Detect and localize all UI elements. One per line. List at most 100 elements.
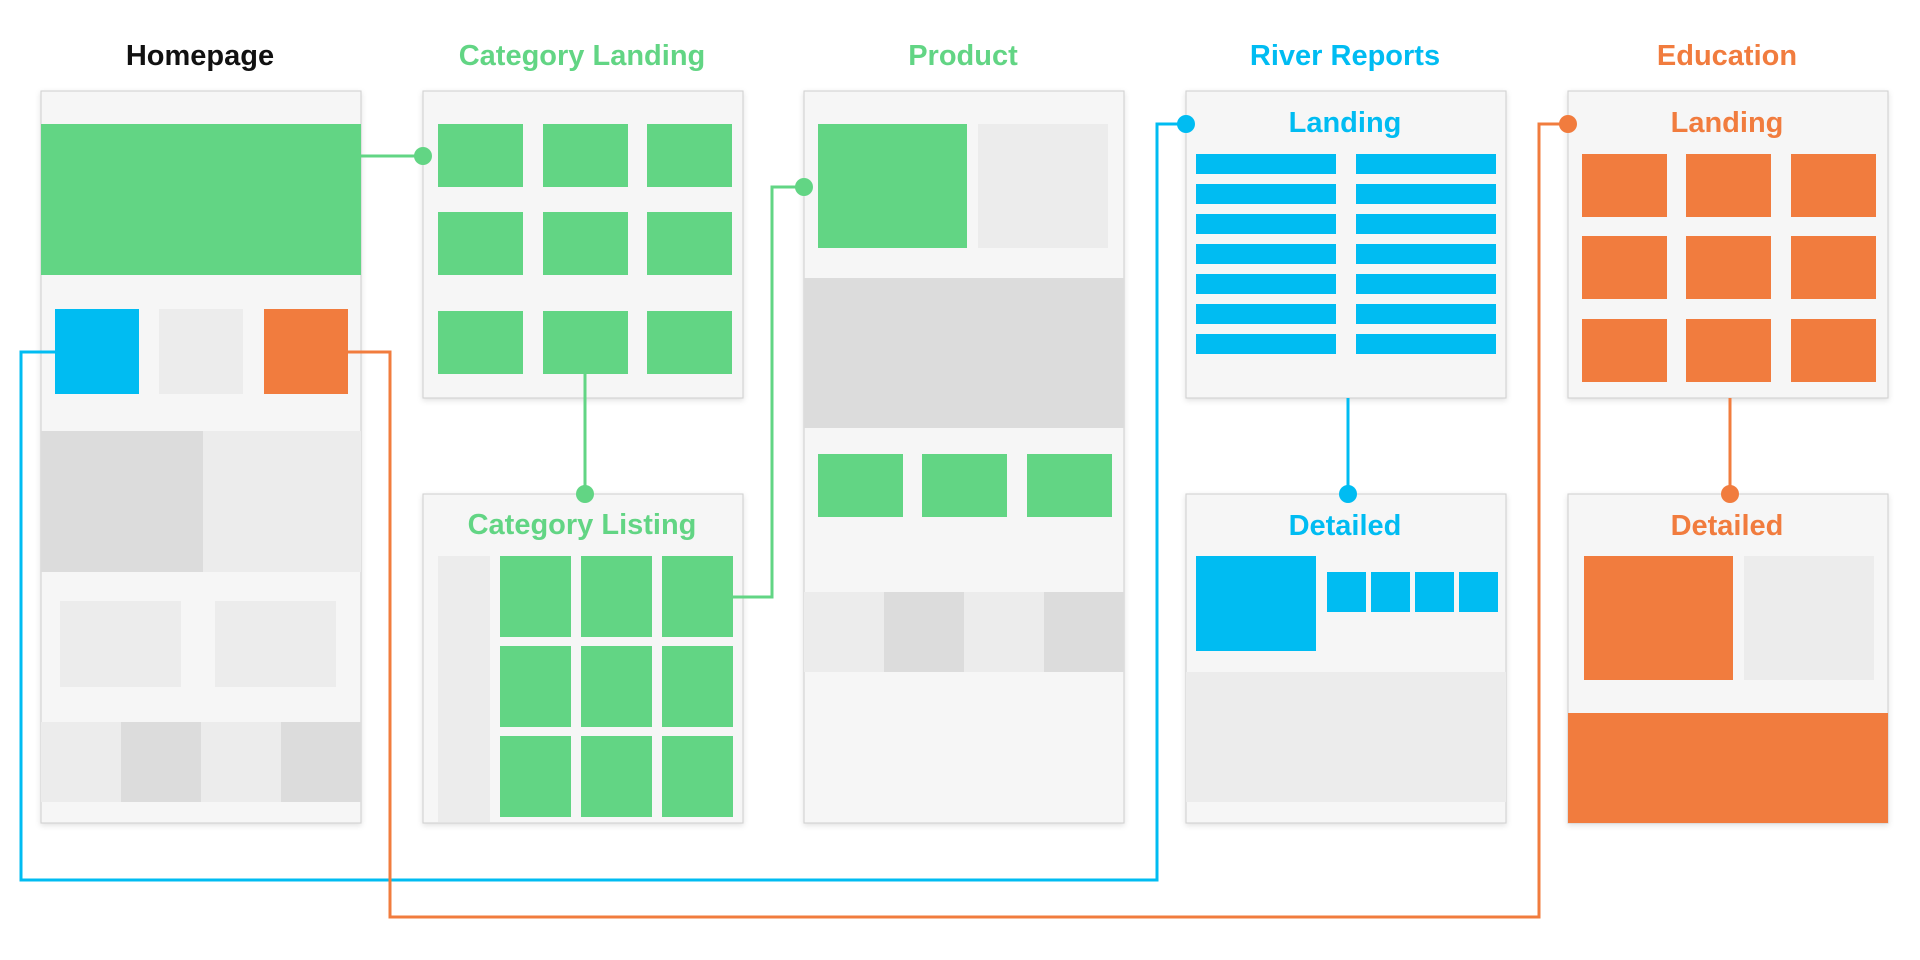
river-detailed-title: Detailed: [1289, 510, 1402, 542]
education-detailed-title: Detailed: [1671, 510, 1784, 542]
category-tile: [543, 212, 628, 275]
river-report-row: [1356, 244, 1496, 264]
homepage-footer-block: [201, 722, 281, 802]
listing-tile: [581, 736, 652, 817]
education-tile: [1791, 236, 1876, 299]
homepage-hero-block: [41, 124, 361, 275]
homepage-wireframe: [40, 90, 362, 824]
homepage-footer-block: [121, 722, 201, 802]
category-listing-wireframe: Category Listing: [422, 493, 744, 824]
river-detail-content-block: [1186, 672, 1506, 802]
education-tile: [1686, 154, 1771, 217]
river-report-row: [1196, 154, 1336, 174]
river-report-row: [1356, 334, 1496, 354]
product-footer-block: [884, 592, 964, 672]
education-tile: [1791, 154, 1876, 217]
education-detail-content-block: [1568, 713, 1888, 823]
education-tile: [1582, 154, 1667, 217]
category-listing-title: Category Listing: [468, 509, 697, 541]
homepage-footer-block: [41, 722, 121, 802]
river-report-row: [1356, 154, 1496, 174]
homepage-gray-block: [41, 431, 203, 572]
river-detail-thumb: [1459, 572, 1498, 612]
river-report-row: [1196, 214, 1336, 234]
connector-listing-to-product: [733, 185, 804, 599]
column-title-homepage: Homepage: [126, 40, 274, 72]
product-wireframe: [803, 90, 1125, 824]
related-product-tile: [1027, 454, 1112, 517]
river-report-row: [1196, 304, 1336, 324]
listing-tile: [581, 556, 652, 637]
category-landing-wireframe: [422, 90, 744, 399]
connector-home-to-education: [348, 122, 1568, 919]
homepage-river-reports-tile: [55, 309, 139, 394]
education-detail-info-placeholder: [1744, 556, 1874, 680]
homepage-card-placeholder: [60, 601, 181, 687]
river-report-row: [1356, 274, 1496, 294]
product-footer-block: [804, 592, 884, 672]
product-footer-block: [964, 592, 1044, 672]
homepage-placeholder-tile: [159, 309, 243, 394]
homepage-footer-block: [281, 722, 361, 802]
connector-dot: [1721, 485, 1739, 503]
river-report-row: [1356, 304, 1496, 324]
category-tile: [438, 124, 523, 187]
listing-tile: [500, 556, 571, 637]
column-title-river-reports: River Reports: [1250, 40, 1440, 72]
product-description-block: [804, 278, 1124, 428]
homepage-education-tile: [264, 309, 348, 394]
product-info-placeholder: [978, 124, 1108, 248]
education-tile: [1582, 236, 1667, 299]
river-report-row: [1356, 184, 1496, 204]
category-tile: [647, 311, 732, 374]
homepage-gray-block: [203, 431, 361, 572]
education-tile: [1791, 319, 1876, 382]
category-tile: [647, 212, 732, 275]
connector-dot: [1559, 115, 1577, 133]
category-tile: [647, 124, 732, 187]
river-detail-thumb: [1415, 572, 1454, 612]
connector-dot: [1339, 485, 1357, 503]
education-detailed-wireframe: Detailed: [1567, 493, 1889, 824]
related-product-tile: [818, 454, 903, 517]
education-tile: [1582, 319, 1667, 382]
listing-tile: [581, 646, 652, 727]
river-report-row: [1196, 274, 1336, 294]
river-report-row: [1356, 214, 1496, 234]
connector-dot: [795, 178, 813, 196]
category-listing-sidebar: [438, 556, 490, 822]
listing-tile: [500, 736, 571, 817]
product-footer-block: [1044, 592, 1124, 672]
education-tile: [1686, 319, 1771, 382]
listing-tile: [662, 736, 733, 817]
river-detail-image: [1196, 556, 1316, 651]
category-tile: [543, 311, 628, 374]
column-title-education: Education: [1657, 40, 1797, 72]
education-landing-title: Landing: [1671, 107, 1784, 139]
river-report-row: [1196, 244, 1336, 264]
homepage-card-placeholder: [215, 601, 336, 687]
column-title-product: Product: [908, 40, 1018, 72]
connector-dot: [414, 147, 432, 165]
product-image: [818, 124, 967, 248]
connector-dot: [1177, 115, 1195, 133]
river-report-row: [1196, 334, 1336, 354]
river-detail-thumb: [1327, 572, 1366, 612]
education-tile: [1686, 236, 1771, 299]
related-product-tile: [922, 454, 1007, 517]
category-tile: [438, 212, 523, 275]
category-tile: [543, 124, 628, 187]
river-report-row: [1196, 184, 1336, 204]
category-tile: [438, 311, 523, 374]
connector-dot: [576, 485, 594, 503]
listing-tile: [662, 646, 733, 727]
river-reports-landing-wireframe: Landing: [1185, 90, 1507, 399]
connector-home-to-river-reports: [19, 122, 1186, 882]
column-title-category-landing: Category Landing: [459, 40, 706, 72]
education-landing-wireframe: Landing: [1567, 90, 1889, 399]
river-detail-thumb: [1371, 572, 1410, 612]
education-detail-image: [1584, 556, 1733, 680]
river-reports-detailed-wireframe: Detailed: [1185, 493, 1507, 824]
